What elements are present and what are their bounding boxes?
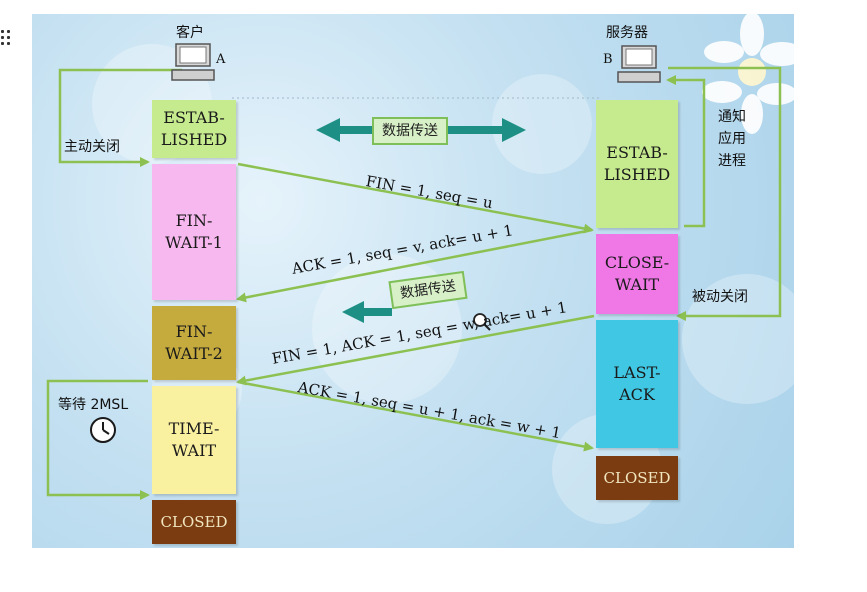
client-name: 客户 <box>176 25 204 41</box>
server-state-established: ESTAB- LISHED <box>596 100 678 228</box>
client-state-fin-wait-1: FIN- WAIT-1 <box>152 164 236 300</box>
diagram-lines <box>46 66 782 500</box>
drag-handle[interactable] <box>0 26 14 46</box>
message-arrow-1 <box>237 162 594 234</box>
active-close-label: 主动关闭 <box>64 139 120 155</box>
tcp-four-way-handshake-diagram: 客户 A 服务器 B ESTAB- LISHED FIN- WAIT-1 FIN… <box>32 14 794 548</box>
notify-app-path <box>666 75 706 228</box>
server-state-closed: CLOSED <box>596 456 678 500</box>
message-arrow-3 <box>236 314 595 386</box>
server-name: 服务器 <box>606 25 648 41</box>
client-state-fin-wait-2: FIN- WAIT-2 <box>152 306 236 380</box>
flower-decoration <box>702 14 794 134</box>
notify-app-label: 通知应用进程 <box>718 109 746 169</box>
passive-close-label: 被动关闭 <box>692 289 748 305</box>
magnifier-icon <box>473 313 491 331</box>
computer-icon <box>171 43 215 81</box>
client-state-time-wait: TIME- WAIT <box>152 386 236 494</box>
server-state-close-wait: CLOSE- WAIT <box>596 234 678 314</box>
data-transfer-badge-top: 数据传送 <box>372 117 448 145</box>
wait-2msl-label: 等待 2MSL <box>58 397 129 413</box>
message-arrow-4 <box>237 380 594 452</box>
client-state-closed: CLOSED <box>152 500 236 544</box>
passive-close-path <box>668 66 782 321</box>
wait-2msl-path <box>46 379 150 500</box>
server-letter: B <box>603 52 613 67</box>
computer-icon <box>617 45 661 83</box>
client-letter: A <box>216 52 226 67</box>
clock-icon <box>90 417 116 443</box>
server-state-last-ack: LAST- ACK <box>596 320 678 448</box>
data-transfer-left-arrow <box>342 301 392 323</box>
active-close-path <box>58 68 182 167</box>
message-arrow-2 <box>236 228 593 303</box>
client-state-established: ESTAB- LISHED <box>152 100 236 158</box>
